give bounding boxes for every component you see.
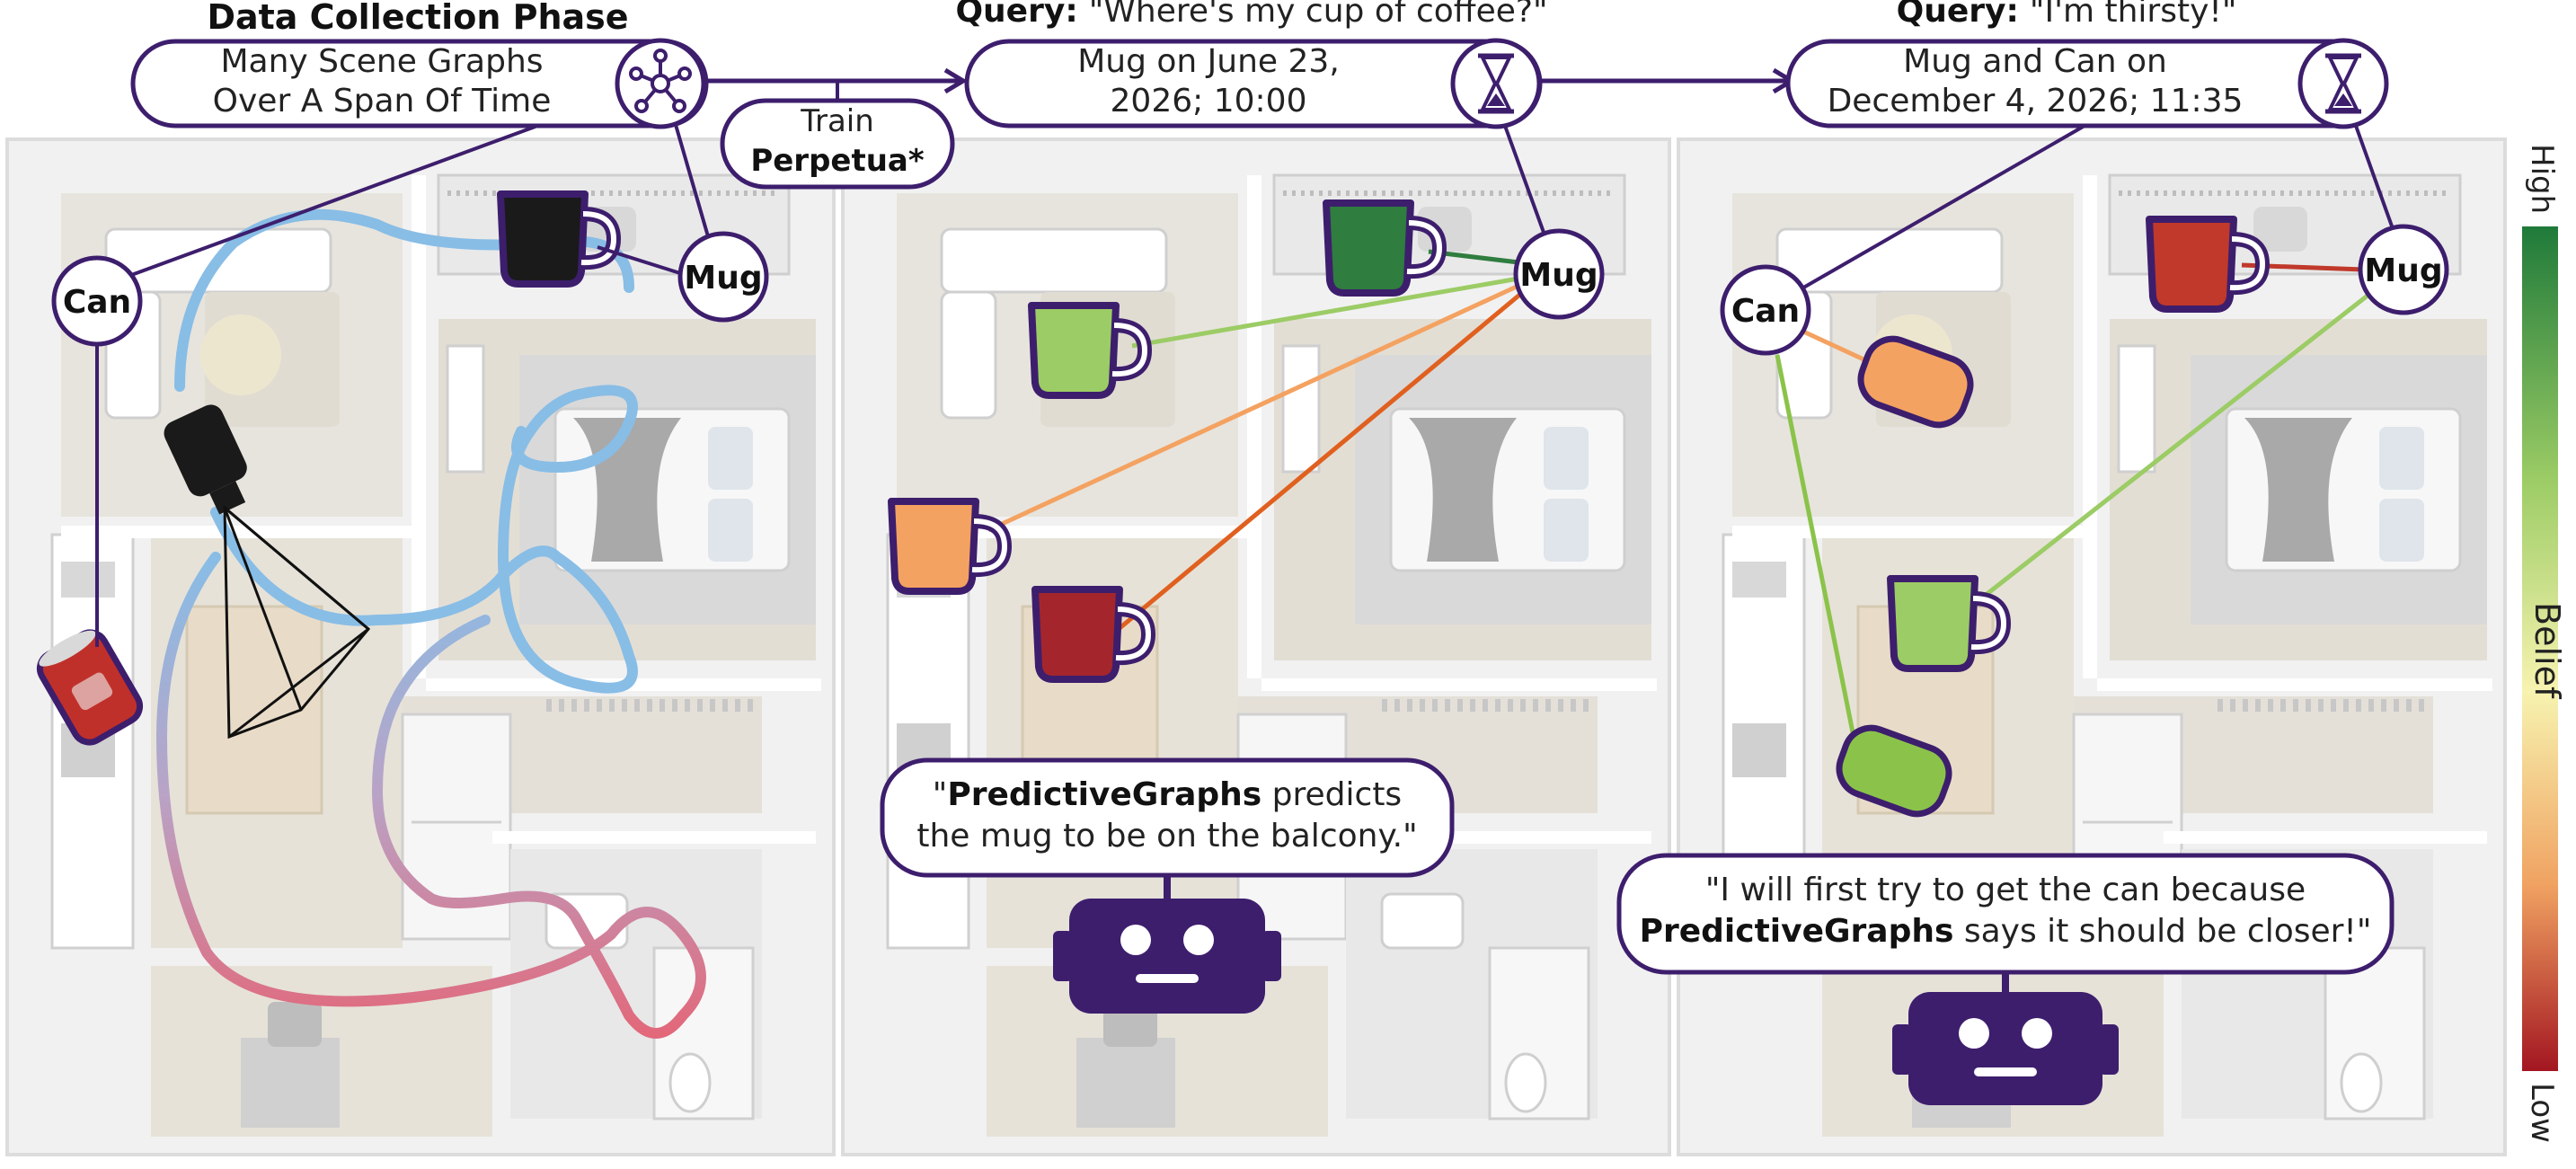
train-perpetua-box: Train Perpetua* <box>720 98 955 190</box>
node-can-1-label: Can <box>63 284 131 321</box>
colorbar-high-label: High <box>2524 144 2560 214</box>
query-result-box-3: Mug and Can on December 4, 2026; 11:35 <box>1785 38 2389 129</box>
node-can-3: Can <box>1720 264 1811 356</box>
edge-mug3-green <box>1975 290 2374 604</box>
edge-mug-to-box <box>672 118 712 244</box>
can-orange-icon <box>1857 335 1974 429</box>
edge-mug-to-object <box>597 245 684 276</box>
node-can-3-label: Can <box>1731 293 1800 330</box>
camera-icon <box>164 404 371 739</box>
arrow-to-panel3 <box>1540 67 1796 94</box>
hourglass-icon-3 <box>2297 38 2389 129</box>
edge-can3-green <box>1775 354 1858 747</box>
scene-graphs-box-line1: Many Scene Graphs <box>220 43 543 80</box>
robot-speech-bubble-3: "I will first try to get the can because… <box>1616 853 2395 975</box>
robot-speech-bubble-2: "PredictiveGraphs predicts the mug to be… <box>880 757 1455 878</box>
panel2-query: Query:"Where's my cup of coffee?" <box>955 0 1547 30</box>
colorbar-low-label: Low <box>2524 1083 2560 1143</box>
query-result-box-2: Mug on June 23, 2026; 10:00 <box>964 38 1543 129</box>
edge-mug2-red <box>1117 290 1525 631</box>
edge-mug3-to-box <box>2354 125 2396 235</box>
speech-3-line1: "I will first try to get the can because <box>1705 872 2306 908</box>
scene-graphs-box-line2: Over A Span Of Time <box>213 83 552 120</box>
node-mug-3: Mug <box>2358 224 2449 315</box>
edge-mug2-orange <box>987 283 1520 533</box>
edge-can3-orange <box>1800 328 1875 367</box>
query-result-2-line1: Mug on June 23, <box>1077 43 1340 80</box>
speech-3-line2: PredictiveGraphs says it should be close… <box>1640 913 2372 950</box>
edge-mug2-green-light <box>1131 276 1519 349</box>
robot-icon-2 <box>1053 875 1281 1014</box>
node-can-1: Can <box>51 255 143 347</box>
node-mug-3-label: Mug <box>2364 252 2442 289</box>
belief-colorbar: High Belief Low <box>2522 144 2567 1143</box>
query-result-2-line2: 2026; 10:00 <box>1111 83 1307 120</box>
robot-icon-3 <box>1892 972 2119 1105</box>
hourglass-icon <box>1450 38 1542 129</box>
node-mug-1-label: Mug <box>684 260 762 297</box>
soda-can-icon <box>36 629 144 746</box>
graph-network-icon <box>615 38 706 129</box>
speech-2-line1: "PredictiveGraphs predicts <box>933 776 1402 813</box>
train-label: Train <box>800 103 874 139</box>
node-mug-1: Mug <box>677 231 769 323</box>
query-result-3-line1: Mug and Can on <box>1903 43 2167 80</box>
arrow-to-panel2 <box>706 67 968 101</box>
scene-graphs-box: Many Scene Graphs Over A Span Of Time <box>130 38 709 129</box>
colorbar-gradient <box>2522 226 2558 1071</box>
can-green-icon <box>1836 724 1952 818</box>
colorbar-label: Belief <box>2527 602 2567 700</box>
panel1-title: Data Collection Phase <box>207 0 628 37</box>
robot-trajectory-path-lower <box>155 552 706 1039</box>
node-mug-2-label: Mug <box>1519 257 1598 294</box>
perpetua-label: Perpetua* <box>750 143 925 179</box>
edge-can-to-box <box>116 117 558 282</box>
speech-2-line2: the mug to be on the balcony." <box>916 818 1417 855</box>
query-result-3-line2: December 4, 2026; 11:35 <box>1828 83 2244 120</box>
edge-mug2-to-box <box>1503 125 1547 238</box>
node-mug-2: Mug <box>1513 228 1605 320</box>
panel3-query: Query:"I'm thirsty!" <box>1897 0 2237 30</box>
edge-can3-to-box <box>1787 124 2085 298</box>
